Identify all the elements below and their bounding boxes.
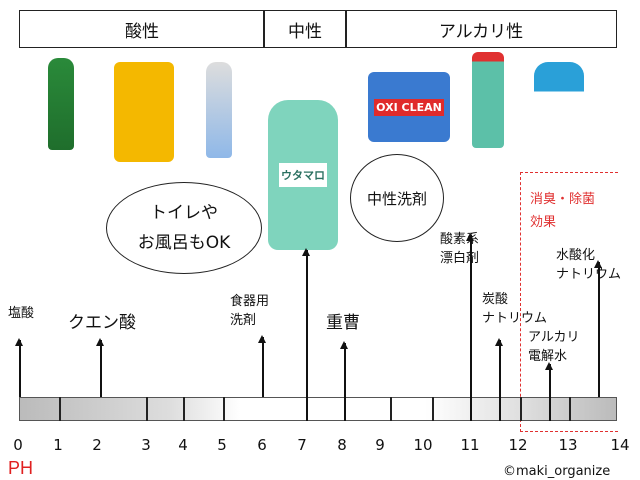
deodorize-zone [520,172,618,432]
ph-arrow [341,341,347,421]
ph-tick-label: 4 [178,436,188,454]
substance-label: 水酸化 ナトリウム [556,248,622,282]
ph-tick-label: 0 [13,436,23,454]
header-acidic: 酸性 [19,10,265,48]
substance-label: 食器用 洗剤 [230,294,270,328]
product-dish-detergent [206,62,232,158]
ph-arrow [496,338,502,421]
ph-tick-label: 3 [141,436,151,454]
ph-arrow [595,260,601,397]
bubble-neutral-text: 中性洗剤 [366,189,427,208]
product-toilet-cleaner [48,58,74,150]
ph-tick-label: 14 [610,436,630,454]
scale-tick [520,397,522,421]
ph-tick-label: 12 [508,436,528,454]
ph-tick-label: 13 [558,436,578,454]
credit: ©maki_organize [503,464,611,479]
ph-arrow [16,338,22,397]
product-citric-acid [114,62,174,162]
ph-tick-label: 7 [297,436,307,454]
scale-tick [432,397,434,421]
neutral-arrow [303,248,309,421]
ph-tick-label: 5 [217,436,227,454]
ph-arrow [467,233,473,421]
ph-arrow [546,362,552,421]
ph-tick-label: 9 [375,436,385,454]
scale-tick [183,397,185,421]
scale-tick [390,397,392,421]
product-haiter-spray [534,62,584,160]
substance-label: 炭酸 ナトリウム [482,292,548,326]
scale-tick [59,397,61,421]
substance-label: アルカリ 電解水 [528,330,580,364]
ph-arrow [259,335,265,397]
product-utamaro-cleaner: ウタマロ [268,100,338,250]
ph-arrow [97,338,103,397]
ph-tick-label: 10 [413,436,433,454]
scale-tick [569,397,571,421]
product-utamaro-label: ウタマロ [279,163,327,187]
bubble-toilet-bath: トイレや お風呂もOK [106,182,262,274]
ph-tick-label: 1 [53,436,63,454]
product-oxiclean: OXI CLEAN [368,72,450,142]
header-alkaline: アルカリ性 [345,10,617,48]
deodorize-label: 消臭・除菌 効果 [530,192,596,230]
substance-label: クエン酸 [68,313,136,333]
ph-tick-label: 11 [460,436,480,454]
product-oxiclean-label: OXI CLEAN [374,98,444,116]
scale-tick [223,397,225,421]
substance-label: 酸素系 漂白剤 [440,232,480,266]
product-magiclean [472,52,504,148]
ph-tick-label: 2 [92,436,102,454]
header-neutral: 中性 [263,10,347,48]
ph-tick-label: 6 [257,436,267,454]
scale-tick [146,397,148,421]
bubble-toilet-bath-text: トイレや お風呂もOK [137,203,231,253]
substance-label: 塩酸 [8,306,35,321]
substance-label: 重曹 [326,313,360,333]
ph-tick-label: 8 [337,436,347,454]
bubble-neutral-detergent: 中性洗剤 [350,154,444,242]
ph-label: PH [8,458,34,478]
ph-scale-bar [19,397,617,421]
